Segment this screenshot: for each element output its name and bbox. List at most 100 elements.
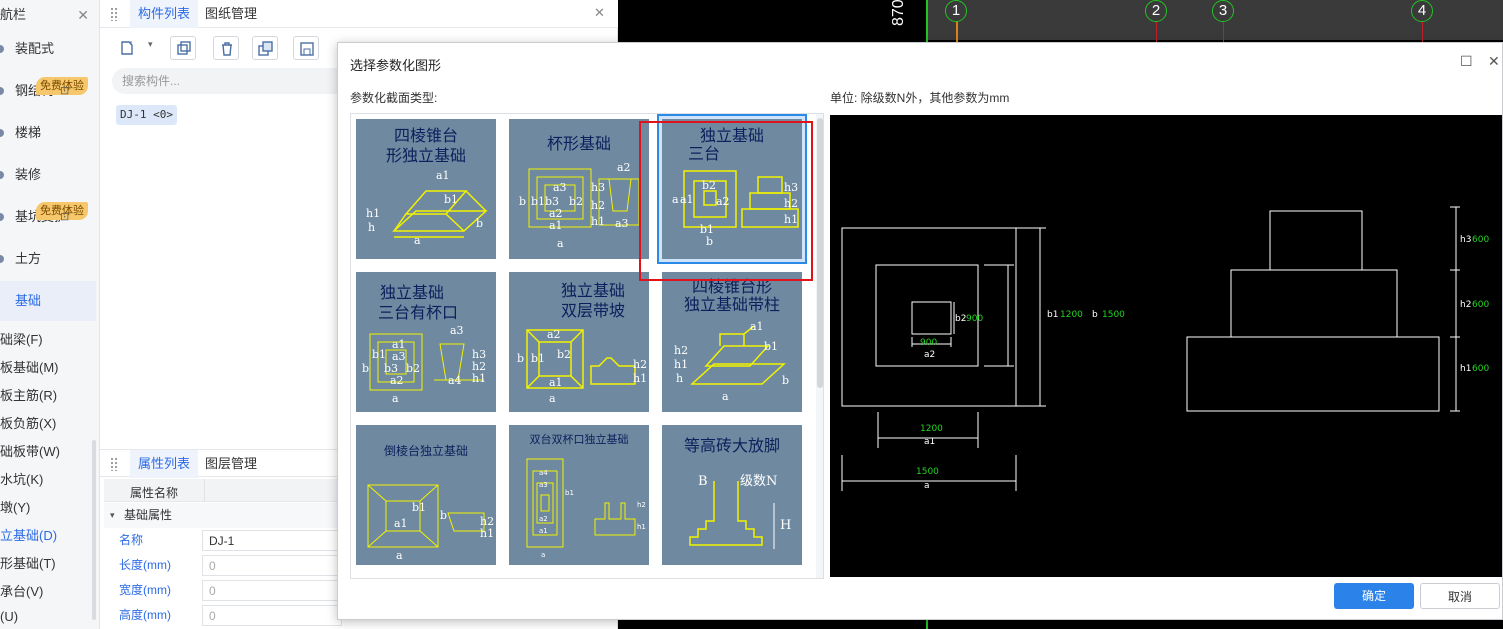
close-icon[interactable]: ✕: [77, 7, 89, 23]
dimension-label: b1: [1047, 310, 1058, 320]
duplicate-button[interactable]: [252, 36, 278, 60]
tab-drawing-management[interactable]: 图纸管理: [205, 6, 258, 21]
tab-component-list[interactable]: 构件列表: [130, 0, 199, 28]
nav-item-steel[interactable]: 钢结构免费体验⊡: [0, 71, 96, 111]
nav-item-decoration[interactable]: 装修: [0, 155, 96, 195]
copy-button[interactable]: [170, 36, 196, 60]
sub-item-isolated-foundation[interactable]: 立基础(D): [0, 528, 58, 543]
nav-item-stairs[interactable]: 楼梯: [0, 113, 96, 153]
delete-button[interactable]: [213, 36, 239, 60]
dimension-text: 870: [890, 0, 907, 26]
confirm-button[interactable]: 确定: [1334, 583, 1414, 609]
nav-item-earthwork[interactable]: 土方: [0, 239, 96, 279]
param-label: a: [672, 193, 679, 206]
shape-title: 独立基础: [561, 281, 625, 300]
tab-layer-management[interactable]: 图层管理: [205, 456, 258, 471]
sub-item[interactable]: 础板带(W): [0, 444, 60, 459]
param-label: a1: [394, 517, 408, 530]
nav-item-foundation[interactable]: 基础: [0, 281, 96, 321]
sub-item[interactable]: 承台(V): [0, 584, 44, 599]
property-group[interactable]: ▾ 基础属性: [104, 503, 344, 528]
property-key: 高度(mm): [119, 608, 171, 622]
sub-item[interactable]: 板主筋(R): [0, 388, 58, 403]
nav-item-prefab[interactable]: 装配式: [0, 29, 96, 69]
param-label: a2: [547, 328, 561, 341]
unit-label: 单位: 除级数N外，其他参数为mm: [830, 91, 1010, 105]
sub-item[interactable]: 水坑(K): [0, 472, 44, 487]
close-icon[interactable]: ✕: [594, 5, 605, 20]
dimension-value: 900: [920, 338, 937, 348]
cancel-button[interactable]: 取消: [1420, 583, 1500, 609]
tab-property-list[interactable]: 属性列表: [130, 450, 199, 478]
nav-dot-icon: [0, 87, 4, 95]
sub-item[interactable]: (U): [0, 609, 19, 624]
param-label: a: [396, 549, 403, 562]
param-label: h3: [784, 181, 798, 194]
nav-item-pit-support[interactable]: 基坑支护免费体验⊡: [0, 197, 96, 237]
nav-dot-icon: [0, 45, 4, 53]
param-label: b1: [531, 195, 545, 208]
property-value-input[interactable]: 0: [202, 580, 342, 601]
param-label: a1: [392, 338, 406, 351]
drag-handle-icon[interactable]: [110, 7, 118, 21]
collapse-icon[interactable]: ▾: [110, 510, 115, 520]
property-name-header: 属性名称: [130, 486, 179, 500]
dimension-value: 900: [966, 314, 983, 324]
param-label: a2: [390, 374, 404, 387]
sub-item[interactable]: 墩(Y): [0, 500, 31, 515]
param-label: b1: [700, 223, 714, 236]
param-label: a2: [617, 161, 631, 174]
search-input[interactable]: 搜索构件...: [112, 68, 352, 94]
save-template-button[interactable]: [293, 36, 319, 60]
param-label: a1: [549, 219, 563, 232]
shape-title: 等高砖大放脚: [684, 436, 780, 455]
drag-handle-icon[interactable]: [110, 457, 118, 471]
property-value-input[interactable]: 0: [202, 555, 342, 576]
property-value-input[interactable]: DJ-1: [202, 530, 342, 551]
param-label: h2: [674, 344, 688, 357]
chevron-down-icon[interactable]: ▾: [148, 39, 153, 49]
param-label: a2: [539, 515, 548, 523]
nav-dot-icon: [0, 171, 4, 179]
param-label: b1: [372, 348, 386, 361]
shape-title: 倒棱台独立基础: [384, 443, 468, 458]
grid-scrollbar-thumb[interactable]: [817, 118, 823, 388]
sub-item[interactable]: 形基础(T): [0, 556, 56, 571]
axis-label: 1: [945, 0, 967, 22]
close-icon[interactable]: ✕: [1488, 53, 1500, 69]
maximize-icon[interactable]: ☐: [1460, 53, 1473, 69]
param-label: b1: [444, 193, 458, 206]
param-label: B: [698, 474, 708, 489]
shape-title: 独立基础: [700, 126, 764, 145]
property-value-input[interactable]: 0: [202, 605, 342, 626]
param-label: b2: [557, 348, 571, 361]
param-label: b1: [531, 352, 545, 365]
sub-item[interactable]: 板负筋(X): [0, 416, 57, 431]
shape-title: 形独立基础: [386, 146, 466, 165]
param-label: h1: [674, 358, 688, 371]
param-label: h1: [472, 372, 486, 385]
param-label: h2: [472, 360, 486, 373]
section-type-label: 参数化截面类型:: [350, 91, 438, 105]
property-key: 名称: [119, 533, 144, 547]
param-label: h2: [637, 501, 646, 509]
component-item-dj1[interactable]: DJ-1 <0>: [116, 105, 177, 125]
nav-scrollbar[interactable]: [92, 440, 96, 620]
new-component-button[interactable]: ▾: [114, 36, 153, 60]
sub-item[interactable]: 板基础(M): [0, 360, 59, 375]
free-trial-badge: 免费体验: [36, 77, 88, 95]
sub-item[interactable]: 础梁(F): [0, 332, 43, 347]
